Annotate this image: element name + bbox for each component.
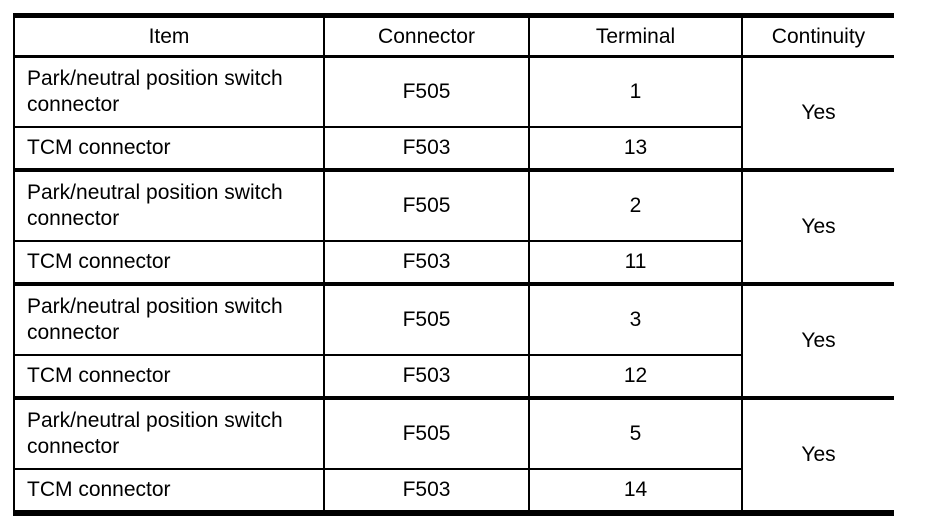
continuity-table-container: Item Connector Terminal Continuity Park/…: [13, 13, 894, 516]
table-header-row: Item Connector Terminal Continuity: [14, 15, 894, 58]
cell-continuity: Yes: [741, 284, 894, 400]
cell-item: TCM connector: [14, 127, 324, 172]
table-row: TCM connector F503 12: [14, 355, 894, 400]
table-row: TCM connector F503 13: [14, 127, 894, 172]
table-row: TCM connector F503 14: [14, 469, 894, 513]
header-item: Item: [14, 15, 324, 58]
cell-terminal: 5: [528, 398, 742, 470]
cell-item: Park/neutral position switch connector: [14, 170, 324, 242]
header-connector: Connector: [323, 15, 529, 58]
cell-item: TCM connector: [14, 241, 324, 286]
cell-connector: F503: [323, 127, 529, 172]
header-terminal: Terminal: [528, 15, 742, 58]
table-row: Park/neutral position switch connector F…: [14, 170, 894, 286]
cell-terminal: 14: [528, 469, 742, 513]
cell-connector: F503: [323, 241, 529, 286]
cell-continuity: Yes: [741, 170, 894, 286]
cell-connector: F505: [323, 398, 529, 470]
cell-item: Park/neutral position switch connector: [14, 284, 324, 356]
table-row: Park/neutral position switch connector F…: [14, 284, 894, 400]
cell-continuity: Yes: [741, 56, 894, 172]
cell-continuity: Yes: [741, 398, 894, 513]
cell-connector: F505: [323, 56, 529, 128]
table-row: Park/neutral position switch connector F…: [14, 56, 894, 172]
cell-item: Park/neutral position switch connector: [14, 398, 324, 470]
cell-connector: F503: [323, 355, 529, 400]
cell-terminal: 11: [528, 241, 742, 286]
cell-terminal: 12: [528, 355, 742, 400]
cell-item: Park/neutral position switch connector: [14, 56, 324, 128]
cell-item: TCM connector: [14, 355, 324, 400]
cell-terminal: 3: [528, 284, 742, 356]
continuity-check-table: Item Connector Terminal Continuity Park/…: [13, 13, 894, 516]
header-continuity: Continuity: [741, 15, 894, 58]
cell-connector: F505: [323, 284, 529, 356]
cell-terminal: 13: [528, 127, 742, 172]
table-row: Park/neutral position switch connector F…: [14, 398, 894, 513]
cell-item: TCM connector: [27, 478, 171, 501]
table-row: TCM connector F503 11: [14, 241, 894, 286]
cell-terminal: 2: [528, 170, 742, 242]
cell-connector: F503: [323, 469, 529, 513]
cell-terminal: 1: [528, 56, 742, 128]
cell-connector: F505: [323, 170, 529, 242]
